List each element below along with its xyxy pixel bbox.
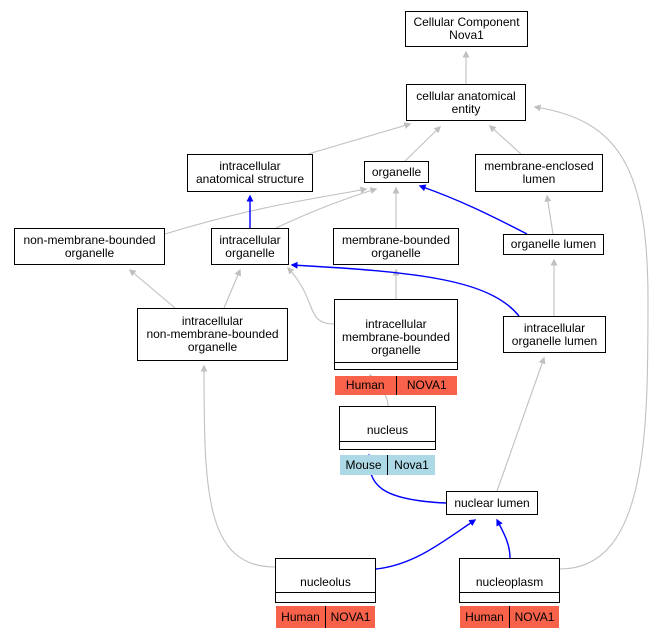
- edge-nucleoplasm-to-nuclum: [496, 518, 511, 559]
- edge-inmbo-to-nmbo: [128, 269, 176, 309]
- edge-ias-to-cae: [307, 122, 412, 155]
- node-membrane-enclosed-lumen[interactable]: membrane-enclosed lumen: [475, 154, 603, 192]
- edge-imbo-to-io: [287, 266, 335, 325]
- node-nucleus[interactable]: nucleus Mouse Nova1: [339, 406, 436, 475]
- species-badge: Human: [335, 376, 396, 395]
- gene-badge: NOVA1: [509, 606, 559, 628]
- edge-io-to-organelle: [275, 187, 378, 229]
- annotation-row: Human NOVA1: [460, 606, 559, 628]
- node-intracellular-anatomical-structure[interactable]: intracellular anatomical structure: [187, 154, 313, 192]
- node-cellular-component-nova1[interactable]: Cellular Component Nova1: [405, 11, 528, 47]
- node-membrane-bounded-organelle[interactable]: membrane-bounded organelle: [333, 228, 459, 265]
- gene-badge: NOVA1: [325, 606, 375, 628]
- edge-nucleoplasm-to-cae: [533, 104, 649, 570]
- species-badge: Human: [276, 606, 325, 628]
- node-nuclear-lumen[interactable]: nuclear lumen: [446, 491, 538, 515]
- edge-organelle-to-cae: [404, 126, 442, 162]
- species-badge: Mouse: [340, 455, 387, 475]
- go-graph-edges: [128, 50, 649, 570]
- edge-mel-to-cae: [488, 125, 522, 155]
- edge-nucleolus-to-inmbo: [200, 364, 276, 568]
- node-cellular-anatomical-entity[interactable]: cellular anatomical entity: [406, 84, 526, 121]
- node-title: nucleolus: [276, 572, 375, 593]
- edge-nmbo-to-organelle: [164, 186, 368, 235]
- edge-ol-to-mel: [544, 194, 554, 235]
- node-organelle-lumen[interactable]: organelle lumen: [503, 234, 604, 255]
- edge-nuclum-to-iol: [496, 356, 546, 492]
- node-title: nucleoplasm: [460, 572, 559, 593]
- edge-inmbo-to-io: [223, 268, 242, 309]
- node-non-membrane-bounded-organelle[interactable]: non-membrane-bounded organelle: [14, 228, 165, 265]
- annotation-row: Mouse Nova1: [340, 455, 435, 475]
- edge-nucleolus-to-nuclum: [375, 519, 477, 570]
- node-title: nucleus: [340, 420, 435, 442]
- edge-iol-to-io: [290, 261, 520, 317]
- node-intracellular-organelle[interactable]: intracellular organelle: [211, 228, 289, 265]
- gene-badge: Nova1: [387, 455, 435, 475]
- gene-badge: NOVA1: [395, 376, 457, 395]
- annotation-row: Human NOVA1: [335, 376, 457, 395]
- node-intracellular-membrane-bounded-organelle[interactable]: intracellular membrane-bounded organelle…: [334, 299, 458, 395]
- node-organelle[interactable]: organelle: [364, 161, 429, 183]
- node-nucleoplasm[interactable]: nucleoplasm Human NOVA1: [459, 558, 560, 628]
- annotation-row: Human NOVA1: [276, 606, 375, 628]
- edge-ol-to-organelle: [418, 184, 528, 235]
- node-nucleolus[interactable]: nucleolus Human NOVA1: [275, 558, 376, 628]
- node-intracellular-non-membrane-bounded-organelle[interactable]: intracellular non-membrane-bounded organ…: [137, 308, 288, 361]
- species-badge: Human: [460, 606, 509, 628]
- node-intracellular-organelle-lumen[interactable]: intracellular organelle lumen: [503, 316, 606, 353]
- node-title: intracellular membrane-bounded organelle: [335, 313, 457, 363]
